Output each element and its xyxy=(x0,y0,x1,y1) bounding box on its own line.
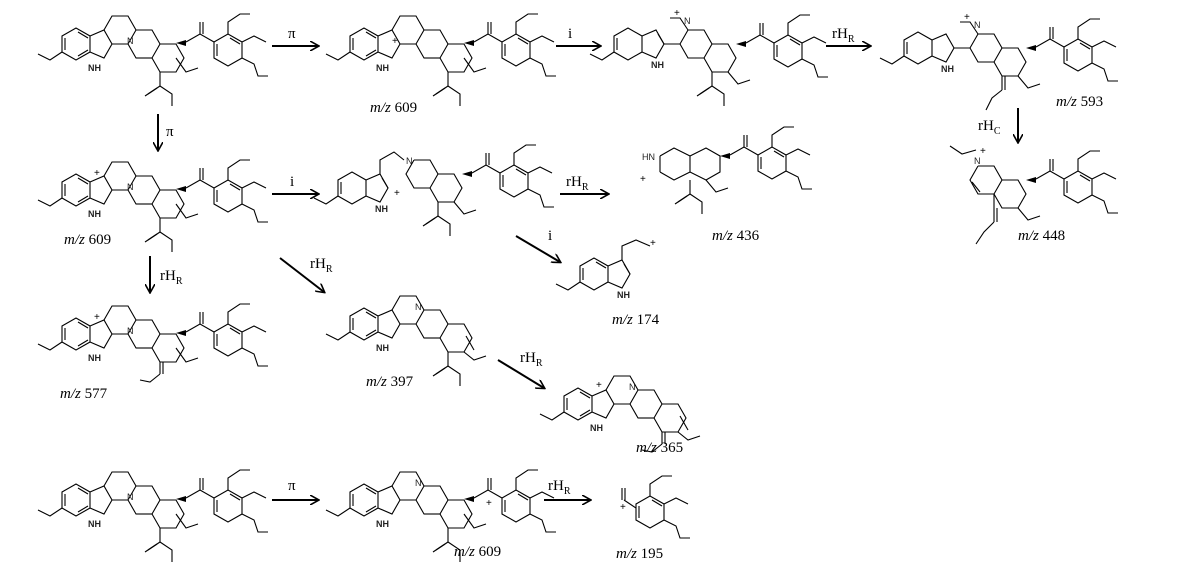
atom-label-nh: NH xyxy=(376,63,389,73)
structure-mz609-row1: NH + xyxy=(325,13,557,107)
charge-plus: + xyxy=(392,36,398,47)
structure-reserpine-row1: NH N xyxy=(37,13,269,107)
label-rhr-6: rHR xyxy=(548,478,571,497)
charge-plus: + xyxy=(980,146,986,157)
atom-label-nh: NH xyxy=(941,64,954,74)
structure-mz174: NH + xyxy=(555,238,656,300)
charge-plus: + xyxy=(964,12,970,23)
structure-reserpine-row4: NH N xyxy=(37,469,269,563)
atom-label-hn: HN xyxy=(642,152,655,162)
atom-label-n: N xyxy=(127,182,134,192)
mz-label-174: m/z 174 xyxy=(612,312,660,328)
arrow-rhr-4 xyxy=(279,257,324,292)
charge-plus: + xyxy=(486,498,492,509)
atom-label-n: N xyxy=(406,156,413,166)
charge-plus: + xyxy=(620,502,626,513)
charge-plus: + xyxy=(640,174,646,185)
label-pi-1: π xyxy=(288,26,296,42)
structure-mz397: NH N xyxy=(325,295,487,387)
label-pi-3: π xyxy=(288,478,296,494)
label-rhr-3: rHR xyxy=(160,268,183,287)
label-rhr-4: rHR xyxy=(310,256,333,275)
arrow-i-3 xyxy=(515,235,560,262)
structure-mz593: NH + N xyxy=(879,12,1119,111)
label-i-3: i xyxy=(548,228,552,244)
mz-label-609-a: m/z 609 xyxy=(370,100,417,116)
atom-label-n: N xyxy=(974,20,981,30)
structure-open-ring-ion: NH + N xyxy=(589,8,829,107)
atom-label-nh: NH xyxy=(376,343,389,353)
atom-label-nh: NH xyxy=(590,423,603,433)
structure-mz195: + xyxy=(620,475,691,539)
label-rhr-2: rHR xyxy=(566,174,589,193)
structure-mz609-row4: NH N + xyxy=(325,469,557,563)
mz-label-609-b: m/z 609 xyxy=(64,232,111,248)
atom-label-nh: NH xyxy=(376,519,389,529)
mz-label-397: m/z 397 xyxy=(366,374,414,390)
atom-label-nh: NH xyxy=(651,60,664,70)
structure-mz436: HN + xyxy=(640,126,813,215)
charge-plus: + xyxy=(94,312,100,323)
atom-label-n: N xyxy=(415,302,422,312)
structure-mz577: NH + N xyxy=(37,303,269,383)
structure-mz365: NH + N xyxy=(539,375,701,453)
mz-label-577: m/z 577 xyxy=(60,386,108,402)
atom-label-nh: NH xyxy=(88,353,101,363)
mz-label-436: m/z 436 xyxy=(712,228,760,244)
label-i-2: i xyxy=(290,174,294,190)
label-rhr-5: rHR xyxy=(520,350,543,369)
atom-label-n: N xyxy=(127,36,134,46)
atom-label-n: N xyxy=(127,492,134,502)
charge-plus: + xyxy=(596,380,602,391)
structure-mz448: + N xyxy=(949,145,1119,245)
charge-plus: + xyxy=(650,238,656,249)
mz-label-448: m/z 448 xyxy=(1018,228,1065,244)
atom-label-nh: NH xyxy=(88,519,101,529)
label-i-1: i xyxy=(568,26,572,42)
label-rhr-1: rHR xyxy=(832,26,855,45)
charge-plus: + xyxy=(674,8,680,19)
atom-label-n: N xyxy=(415,478,422,488)
mz-label-609-c: m/z 609 xyxy=(454,544,501,560)
atom-label-nh: NH xyxy=(88,63,101,73)
label-rhc: rHC xyxy=(978,118,1001,137)
mz-label-593: m/z 593 xyxy=(1056,94,1103,110)
mz-label-195: m/z 195 xyxy=(616,546,663,562)
atom-label-n: N xyxy=(629,382,636,392)
structure-mz609-row2: NH + N xyxy=(37,159,269,253)
arrow-rhr-5 xyxy=(497,359,544,388)
atom-label-nh: NH xyxy=(375,204,388,214)
charge-plus: + xyxy=(94,168,100,179)
atom-label-n: N xyxy=(684,16,691,26)
charge-plus: + xyxy=(394,188,400,199)
label-pi-2: π xyxy=(166,124,174,140)
structure-open-ion-row2: NH N + xyxy=(313,144,555,237)
atom-label-nh: NH xyxy=(617,290,630,300)
atom-label-n: N xyxy=(974,156,981,166)
atom-label-n: N xyxy=(127,326,134,336)
atom-label-nh: NH xyxy=(88,209,101,219)
mz-label-365: m/z 365 xyxy=(636,440,683,456)
